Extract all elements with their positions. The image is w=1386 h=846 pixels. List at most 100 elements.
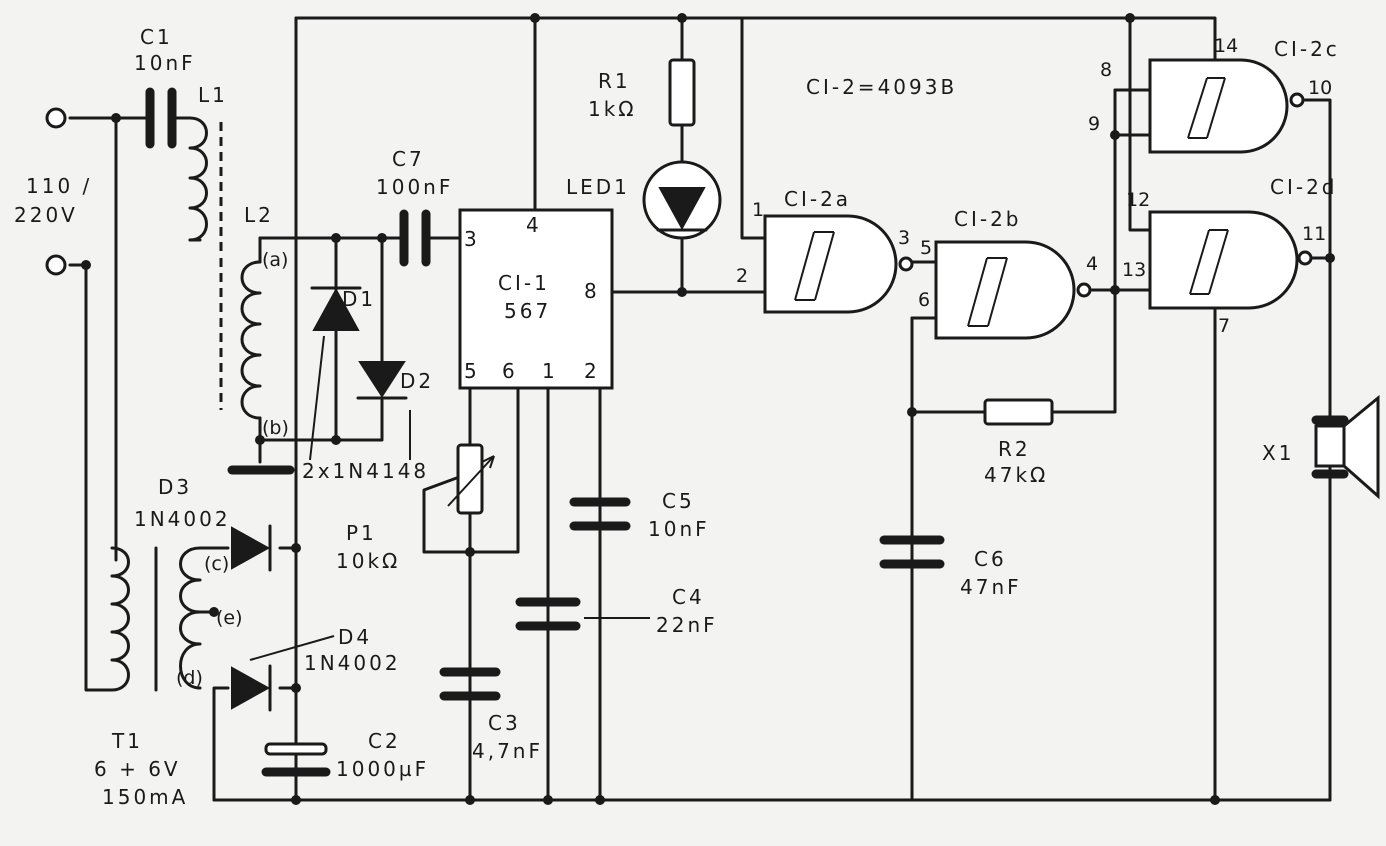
r2-value: 47kΩ (984, 463, 1048, 487)
inductor-l1: L1 (188, 83, 225, 252)
t1-tap-e: (e) (216, 607, 243, 629)
junction (1210, 795, 1220, 805)
nand-gate-ci2c: CI-2c 8 9 10 14 (1088, 35, 1337, 154)
junction (677, 287, 687, 297)
c7-ref: C7 (392, 147, 425, 171)
ci2c-pin-in1: 8 (1100, 59, 1112, 81)
ci2d-pin-in1: 12 (1126, 189, 1150, 211)
c5-ref: C5 (662, 489, 695, 513)
ci2d-pin-vss: 7 (1218, 315, 1230, 337)
c3-value: 4,7nF (472, 739, 543, 763)
junction (291, 683, 301, 693)
diode-d2: D2 (356, 361, 434, 400)
ci1-part: 567 (504, 299, 551, 323)
r2-ref: R2 (998, 437, 1031, 461)
junction (907, 407, 917, 417)
junction (255, 435, 265, 445)
d4-part: 1N4002 (304, 651, 401, 675)
ci2a-ref: CI-2a (784, 187, 851, 211)
wiring (68, 16, 1332, 802)
capacitor-c5: C5 10nF (569, 489, 710, 541)
d2-ref: D2 (400, 369, 434, 393)
nand-gate-ci2b: CI-2b 5 6 4 (918, 207, 1098, 340)
junction (291, 543, 301, 553)
ci2b-pin-in2: 6 (918, 289, 930, 311)
ci1-pin-2: 2 (584, 359, 600, 383)
diode-d4: D4 1N4002 (231, 625, 401, 712)
junction (1110, 285, 1120, 295)
ci1-pin-1: 1 (542, 359, 558, 383)
junction (1110, 130, 1120, 140)
mains-terminal (45, 107, 67, 129)
mains-voltage-label: 110 / (26, 174, 92, 198)
c1-value: 10nF (134, 51, 196, 75)
ci2d-ref: CI-2d (1270, 175, 1338, 199)
junction (377, 233, 387, 243)
ci2d-pin-out: 11 (1302, 223, 1326, 245)
capacitor-c3: C3 4,7nF (439, 667, 543, 763)
ci2-part-note: CI-2=4093B (806, 75, 957, 99)
mains-voltage-label: 220V (14, 203, 78, 227)
c4-value: 22nF (656, 613, 718, 637)
t1-rating: 150mA (102, 785, 188, 809)
capacitor-c4: C4 22nF (515, 585, 718, 637)
t1-ref: T1 (111, 729, 143, 753)
r1-ref: R1 (598, 69, 631, 93)
junction (81, 260, 91, 270)
speaker-x1: X1 (1262, 394, 1380, 500)
junction (291, 795, 301, 805)
junction (465, 547, 475, 557)
capacitor-c7: C7 100nF (376, 147, 453, 267)
c7-value: 100nF (376, 175, 453, 199)
c6-value: 47nF (960, 575, 1022, 599)
mains-terminal (45, 254, 67, 276)
d1-ref: D1 (342, 287, 376, 311)
nand-gate-ci2d: CI-2d 12 13 11 7 (1122, 175, 1338, 337)
ci1-pin-3: 3 (464, 227, 480, 251)
junction (331, 233, 341, 243)
t1-tap-d: (d) (176, 667, 203, 689)
inductor-l2: L2 (a) (b) (219, 203, 295, 475)
c2-ref: C2 (368, 729, 401, 753)
capacitor-c6: C6 47nF (879, 535, 1022, 599)
l2-tap-b: (b) (262, 417, 289, 439)
ci2a-pin-out: 3 (898, 227, 910, 249)
c2-value: 1000µF (336, 757, 429, 781)
d3-part: 1N4002 (134, 507, 231, 531)
junction (530, 13, 540, 23)
nand-gate-ci2a: CI-2a 1 2 3 (736, 187, 914, 314)
l2-tap-a: (a) (262, 249, 288, 271)
d4-ref: D4 (338, 625, 372, 649)
junction (111, 113, 121, 123)
c5-value: 10nF (648, 517, 710, 541)
ci2b-pin-out: 4 (1086, 253, 1098, 275)
c6-ref: C6 (974, 547, 1007, 571)
junction (209, 607, 219, 617)
r1-value: 1kΩ (588, 97, 637, 121)
ic-ci1-567: 4 3 8 CI-1 567 5 6 1 2 (458, 208, 614, 390)
ci1-pin-5: 5 (464, 359, 480, 383)
diode-d3: D3 1N4002 (134, 475, 272, 572)
ci2b-ref: CI-2b (954, 207, 1022, 231)
d3-ref: D3 (158, 475, 192, 499)
ci2a-pin-in2: 2 (736, 265, 748, 287)
transformer-t1: T1 6 + 6V 150mA (c) (d) (e) (94, 546, 243, 809)
t1-rating: 6 + 6V (94, 757, 181, 781)
ci1-pin-6: 6 (502, 359, 518, 383)
c1-ref: C1 (140, 25, 173, 49)
ci1-pin-8: 8 (584, 279, 600, 303)
ci2b-pin-in1: 5 (920, 237, 932, 259)
resistor-r1: R1 1kΩ (588, 58, 696, 127)
diode-d1: D1 (310, 286, 376, 331)
diode-part-label: 2x1N4148 (302, 459, 429, 483)
junction-dots (81, 13, 1335, 805)
junction (677, 13, 687, 23)
ci2c-pin-in2: 9 (1088, 113, 1100, 135)
p1-value: 10kΩ (336, 549, 400, 573)
c3-ref: C3 (488, 711, 521, 735)
resistor-r2: R2 47kΩ (983, 398, 1054, 487)
junction (465, 795, 475, 805)
x1-ref: X1 (1262, 441, 1294, 465)
led1-ref: LED1 (566, 175, 630, 199)
